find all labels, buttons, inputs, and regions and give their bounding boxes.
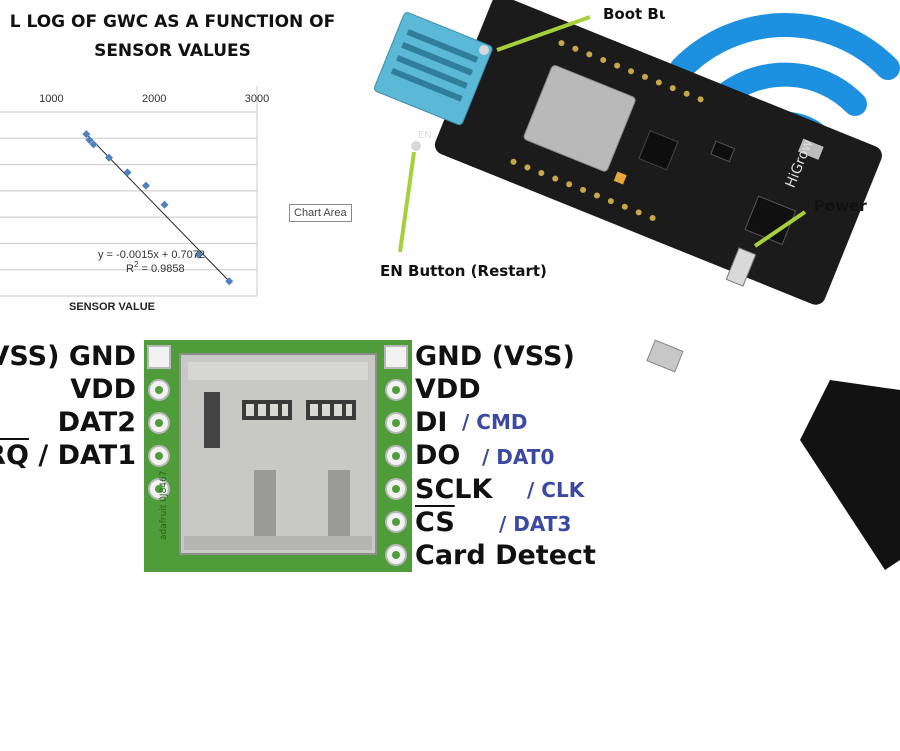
board-silk-text: adafruit 0J8467 [159,471,169,541]
power-switch [725,247,757,287]
silk-en: EN [418,130,432,141]
x-tick-label: 1000 [39,93,63,105]
boot-button [479,45,489,55]
usb-port [646,339,684,373]
sd-pin-left-irq-dat1: RQ / DAT1 [0,440,136,471]
microsd-socket-icon [179,353,377,555]
sd-pin-right-sclk: SCLK [415,474,493,505]
en-button [411,141,421,151]
sd-pin-right-vdd: VDD [415,374,481,405]
x-tick-label: 2000 [142,93,166,105]
microsd-breakout-board: adafruit 0J8467 [144,340,412,572]
chart-area-tooltip: Chart Area [289,204,352,222]
sd-pin-alt-clk: / CLK [527,478,585,502]
boot-button-annotation: Boot Bu [603,5,665,23]
en-arrow [398,151,416,253]
soil-probe [800,380,900,570]
r-squared: R2 = 0.9858 [126,260,185,275]
sd-pin-right-cs: CS [415,507,455,538]
trendline-equation: y = -0.0015x + 0.7072 [98,249,205,261]
data-point [225,277,234,286]
data-point [194,250,203,259]
data-point [89,140,98,149]
data-point [123,168,132,177]
sd-pin-left-dat2: DAT2 [57,407,136,438]
sd-pin-right-card-detect: Card Detect [415,540,596,571]
data-point [104,153,113,162]
x-tick-labels: 1000 2000 3000 [39,93,269,105]
sd-pin-left-vdd: VDD [70,374,136,405]
data-point [160,200,169,209]
power-annotation: Power [814,197,867,215]
chart-gridlines [0,86,258,297]
data-points [82,130,234,286]
esp32-module-icon [523,65,636,172]
chart-title: L LOG OF GWC AS A FUNCTION OF SENSOR VAL… [0,8,345,66]
sd-pin-right-gnd: GND (VSS) [415,341,575,372]
x-axis-label: SENSOR VALUE [69,301,155,313]
scatter-chart: 1000 2000 3000 y = -0.0015x + 0.7072 R2 = … [0,86,269,313]
chart-title-line1: L LOG OF GWC AS A FUNCTION OF [9,12,336,32]
x-tick-label: 3000 [245,93,269,105]
data-point [141,181,150,190]
data-point [82,130,91,139]
dht-sensor-icon [373,12,493,126]
chart-title-line2: SENSOR VALUES [94,41,251,61]
en-button-annotation: EN Button (Restart) [380,262,547,280]
sd-pin-right-di: DI [415,407,448,438]
power-arrow [753,210,807,248]
sd-pin-alt-cmd: / CMD [462,410,528,434]
sd-pin-alt-dat0: / DAT0 [482,445,555,469]
boot-arrow [496,15,591,52]
sd-pin-alt-dat3: / DAT3 [499,512,572,536]
sd-pin-left-gnd: (VSS) GND [0,341,136,372]
data-point [85,135,94,144]
sd-pin-right-do: DO [415,440,461,471]
higrow-esp32-board: HiGrow EN [373,0,900,570]
